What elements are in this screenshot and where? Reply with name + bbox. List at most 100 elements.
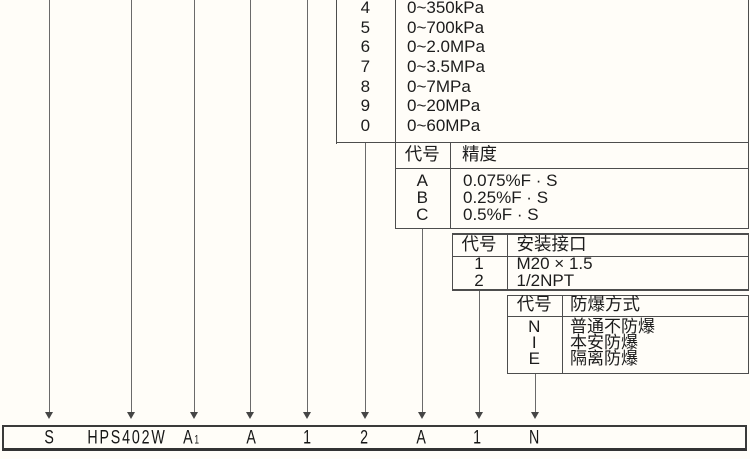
- code-segment-1: S: [44, 426, 56, 449]
- table-accuracy-header: 代号 精度: [395, 144, 497, 168]
- explosion-value: 普通不防爆: [570, 316, 655, 336]
- table-row: 2 1/2NPT: [452, 270, 748, 290]
- code-segment-5: 1: [302, 426, 313, 449]
- interface-value: M20 × 1.5: [516, 254, 593, 274]
- accuracy-code: C: [416, 204, 429, 224]
- table-pressure-divider: [394, 0, 396, 144]
- drop-line-6: [365, 143, 366, 412]
- value-header: 安装接口: [516, 233, 587, 254]
- explosion-code: N: [528, 316, 541, 336]
- arrow-down-icon-9: [530, 411, 539, 419]
- table-explosion-divider: [562, 294, 564, 375]
- accuracy-value: 0.25%F · S: [463, 187, 549, 207]
- drop-line-3: [193, 0, 195, 412]
- table-row: 9 0~20MPa: [336, 96, 747, 116]
- table-explosion-right-border: [747, 294, 749, 375]
- table-row: B 0.25%F · S: [395, 187, 748, 207]
- table-explosion-bottom-border: [506, 372, 749, 375]
- arrow-down-icon-6: [361, 411, 369, 419]
- accuracy-code: A: [416, 170, 428, 190]
- code-segment-2: HPS402W: [87, 426, 167, 449]
- table-accuracy-left-border: [394, 142, 396, 229]
- code-segment-4: A: [245, 426, 258, 449]
- code-segment-6: 2: [360, 426, 371, 449]
- table-interface: 1 M20 × 1.5 2 1/2NPT: [452, 254, 748, 290]
- drop-line-1: [48, 0, 50, 412]
- code-segment-7: A: [415, 426, 428, 449]
- table-accuracy: A 0.075%F · S B 0.25%F · S C 0.5%F · S: [395, 170, 748, 224]
- table-interface-left-border: [451, 233, 453, 291]
- interface-code: 2: [474, 270, 484, 290]
- table-interface-right-border: [747, 233, 749, 291]
- range-value: 0~20MPa: [406, 96, 481, 116]
- range-value: 0~3.5MPa: [406, 56, 485, 76]
- table-explosion-header: 代号 防爆方式: [507, 294, 640, 316]
- range-code: 4: [360, 0, 371, 17]
- code-segment-3: A1: [182, 426, 201, 449]
- table-interface-header-underline: [451, 255, 749, 257]
- range-value: 0~350kPa: [406, 0, 485, 17]
- range-code: 8: [360, 76, 371, 96]
- range-code: 5: [360, 17, 371, 37]
- value-header: 精度: [462, 144, 497, 165]
- table-interface-top-border: [451, 233, 749, 235]
- table-interface-divider: [506, 233, 508, 291]
- drop-line-9: [534, 373, 536, 412]
- arrow-down-icon-3: [189, 411, 198, 419]
- explosion-code: E: [528, 349, 540, 369]
- range-code: 6: [360, 37, 371, 57]
- table-accuracy-header-underline: [394, 167, 749, 169]
- table-accuracy-bottom-border: [394, 227, 749, 229]
- range-value: 0~60MPa: [406, 115, 481, 135]
- value-header: 防爆方式: [570, 294, 640, 314]
- arrow-down-icon-8: [474, 411, 483, 419]
- table-accuracy-right-border: [747, 142, 749, 229]
- table-row: N 普通不防爆: [507, 316, 748, 336]
- table-row: 7 0~3.5MPa: [336, 57, 747, 77]
- interface-code: 1: [474, 254, 484, 274]
- table-row: I 本安防爆: [507, 333, 748, 353]
- model-code-box: [2, 424, 747, 451]
- table-row: 5 0~700kPa: [336, 18, 747, 38]
- table-pressure-right-border: [747, 0, 749, 144]
- table-explosion-left-border: [506, 294, 508, 375]
- interface-value: 1/2NPT: [516, 270, 575, 290]
- arrow-down-icon-1: [44, 411, 53, 419]
- drop-line-7: [421, 228, 423, 412]
- table-row: E 隔离防爆: [507, 349, 748, 369]
- code-segment-9: N: [528, 426, 542, 449]
- table-row: C 0.5%F · S: [395, 204, 748, 224]
- explosion-value: 隔离防爆: [570, 349, 638, 369]
- drop-line-8: [478, 290, 480, 412]
- table-row: 0 0~60MPa: [336, 116, 747, 136]
- arrow-down-icon-4: [246, 411, 255, 419]
- accuracy-value: 0.075%F · S: [463, 170, 558, 190]
- explosion-value: 本安防爆: [570, 333, 638, 353]
- table-explosion-top-border: [506, 294, 749, 296]
- table-row: 8 0~7MPa: [336, 77, 747, 97]
- code-header: 代号: [516, 294, 552, 314]
- table-explosion-header-underline: [506, 315, 749, 318]
- table-explosion: N 普通不防爆 I 本安防爆 E 隔离防爆: [507, 316, 748, 369]
- explosion-code: I: [531, 333, 537, 353]
- table-pressure-range: 4 0~350kPa 5 0~700kPa 6 0~2.0MPa 7 0~3.5…: [336, 0, 747, 136]
- table-pressure-bottom-border: [336, 142, 749, 144]
- range-code: 9: [360, 96, 371, 116]
- table-pressure-left-border: [336, 0, 338, 144]
- table-row: A 0.075%F · S: [395, 170, 748, 190]
- table-interface-bottom-border: [451, 289, 749, 291]
- drop-line-4: [250, 0, 252, 412]
- code-segment-8: 1: [473, 426, 483, 449]
- code-header: 代号: [461, 233, 497, 254]
- range-code: 0: [360, 115, 371, 135]
- drop-line-2: [131, 0, 133, 412]
- range-code: 7: [360, 56, 371, 76]
- code-header: 代号: [404, 144, 440, 165]
- range-value: 0~2.0MPa: [406, 37, 485, 57]
- table-row: 6 0~2.0MPa: [336, 37, 747, 57]
- accuracy-value: 0.5%F · S: [463, 204, 539, 224]
- accuracy-code: B: [416, 187, 428, 207]
- table-interface-header: 代号 安装接口: [452, 234, 587, 256]
- table-row: 1 M20 × 1.5: [452, 254, 748, 274]
